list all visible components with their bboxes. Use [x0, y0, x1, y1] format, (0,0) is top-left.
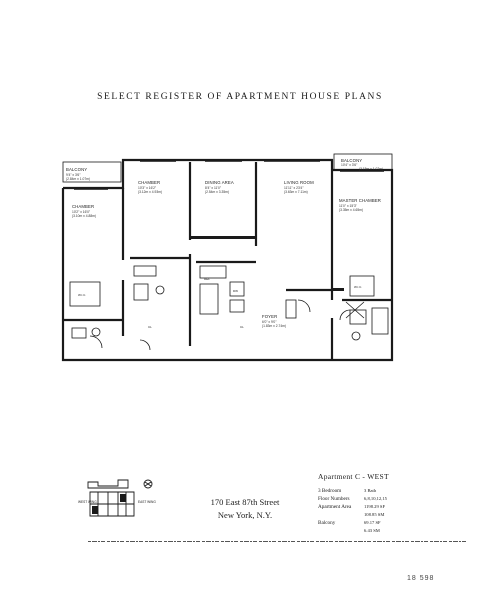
master-chamber-metric: (3.35m x 4.65m) [339, 208, 363, 212]
balcony-left-label: BALCONY [66, 167, 87, 172]
floor-numbers-value: 6,8,10,12,15 [364, 496, 387, 501]
foyer-dims: 6'0" x 9'0" [262, 320, 277, 324]
dining-area-label: DINING AREA [205, 180, 234, 185]
master-chamber-dims: 11'0" x 15'3" [339, 204, 358, 208]
balcony-left-dims: 9'4" x 3'6" [66, 173, 81, 177]
chamber-mid-label: CHAMBER [138, 180, 160, 185]
address-city: New York, N.Y. [217, 510, 273, 520]
apartment-area-sm: 108.85 SM [364, 512, 385, 517]
page-title: SELECT REGISTER OF APARTMENT HOUSE PLANS [97, 92, 383, 102]
wic-left-label: W.I.C. [78, 293, 86, 297]
chamber-left-dims: 10'2" x 16'0" [72, 210, 91, 214]
balcony-right-metric: (3.15m x 1.07m) [359, 167, 383, 171]
balcony-right-label: BALCONY [341, 158, 362, 163]
key-plan-east-label: EAST WING [138, 500, 156, 504]
bath-count: 3 Bath [364, 488, 377, 493]
dining-area-dims: 8'4" x 11'0" [205, 186, 222, 190]
chamber-mid-metric: (3.12m x 4.93m) [138, 190, 162, 194]
chamber-mid-dims: 10'3" x 16'2" [138, 186, 157, 190]
apartment-area-label: Apartment Area [318, 504, 352, 510]
floor-numbers-label: Floor Numbers [318, 496, 350, 502]
foyer-label: FOYER [262, 314, 277, 319]
balcony-area-sf: 69.17 SF [364, 520, 381, 525]
foyer-metric: (1.83m x 2.74m) [262, 324, 286, 328]
kitchen-ref-label: REF [204, 277, 210, 281]
key-plan: WEST WING EAST WING [78, 479, 156, 517]
balcony-area-label: Balcony [318, 520, 336, 526]
living-room-metric: (3.63m x 7.11m) [284, 190, 308, 194]
fine-print-disclaimer [88, 541, 468, 542]
address-street: 170 East 87th Street [210, 497, 280, 507]
building-address: 170 East 87th Street New York, N.Y. [170, 496, 320, 522]
apartment-name: Apartment C - WEST [318, 472, 389, 481]
wic-right-label: W.I.C. [354, 285, 362, 289]
master-chamber-label: MASTER CHAMBER [339, 198, 381, 203]
closet-label: CL [240, 325, 244, 329]
balcony-area-sm: 6.43 SM [364, 528, 380, 533]
dining-area-metric: (2.54m x 3.35m) [205, 190, 229, 194]
key-plan-west-label: WEST WING [78, 500, 97, 504]
kitchen-dw-label: DW [233, 289, 238, 293]
chamber-left-metric: (3.10m x 4.88m) [72, 214, 96, 218]
living-room-label: LIVING ROOM [284, 180, 314, 185]
closet-label: CL [148, 325, 152, 329]
outer-wall-top [63, 158, 334, 190]
balcony-right-dims: 10'4" x 3'6" [341, 163, 358, 167]
chamber-left-label: CHAMBER [72, 204, 94, 209]
catalog-number: 18 598 [407, 575, 435, 582]
bedroom-count: 3 Bedroom [318, 488, 342, 494]
balcony-left-metric: (2.84m x 1.07m) [66, 177, 90, 181]
floor-plan: BALCONY 9'4" x 3'6" (2.84m x 1.07m) CHAM… [61, 153, 394, 362]
apartment-area-sf: 1198.29 SF [364, 504, 386, 509]
apartment-info: Apartment C - WEST 3 Bedroom 3 Bath Floo… [318, 472, 468, 535]
living-room-dims: 11'11" x 23'4" [284, 186, 304, 190]
